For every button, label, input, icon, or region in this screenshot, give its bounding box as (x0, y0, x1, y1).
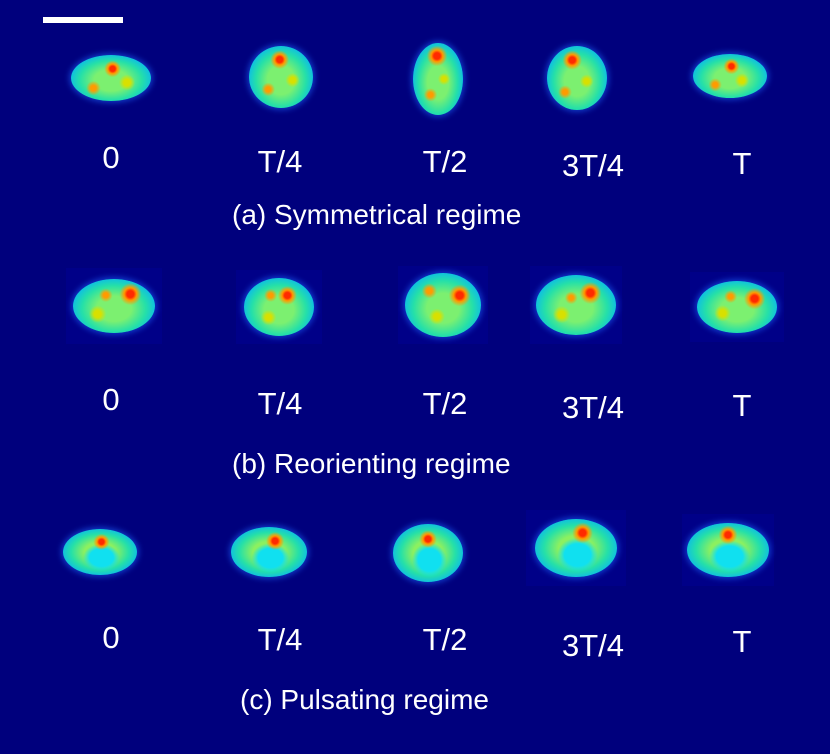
time-label: T (732, 146, 752, 181)
panel-reorienting: 0 T/4 T/2 3T/4 T (b) Reorienting regime (0, 0, 830, 479)
frame-image (690, 48, 770, 104)
frame-image (66, 268, 162, 344)
cell-image (393, 524, 463, 582)
time-label: 0 (102, 140, 120, 175)
cell-image (536, 275, 616, 335)
time-label: T/4 (257, 386, 303, 421)
frame-image (682, 514, 774, 586)
frame-image (60, 522, 140, 582)
panel-caption: (b) Reorienting regime (232, 448, 511, 479)
frame-image (398, 266, 488, 344)
cell-image (71, 55, 151, 101)
time-label: 3T/4 (561, 628, 625, 663)
scale-bar (43, 17, 123, 23)
cell-image (535, 519, 617, 577)
cell-image (693, 54, 767, 98)
cell-image (547, 46, 607, 110)
time-label: T/2 (422, 144, 468, 179)
time-label: T/2 (422, 622, 468, 657)
cell-image (244, 278, 314, 336)
time-label: 0 (102, 382, 120, 417)
frame-image (388, 520, 468, 586)
cell-image (697, 281, 777, 333)
time-label: T/4 (257, 144, 303, 179)
time-label: 3T/4 (561, 148, 625, 183)
cell-image (63, 529, 137, 575)
frame-image (68, 48, 154, 108)
panel-caption: (c) Pulsating regime (240, 684, 489, 715)
time-label: T (732, 624, 752, 659)
time-label: T (732, 388, 752, 423)
panel-caption: (a) Symmetrical regime (232, 199, 522, 230)
frame-image (410, 40, 466, 118)
cell-image (413, 43, 463, 115)
time-label: 0 (102, 620, 120, 655)
time-label: T/2 (422, 386, 468, 421)
time-label: 3T/4 (561, 390, 625, 425)
cell-image (405, 273, 481, 337)
frame-image (226, 522, 312, 582)
frame-image (236, 270, 322, 344)
frame-image (530, 266, 622, 344)
panel-symmetrical: 0 T/4 T/2 3T/4 T (a) Symmetrical regime (0, 0, 830, 240)
cell-image (73, 279, 155, 333)
frame-image (544, 42, 610, 114)
cell-image (249, 46, 313, 108)
frame-image (690, 272, 784, 342)
frame-image (244, 42, 318, 112)
cell-image (687, 523, 769, 577)
panel-pulsating: 0 T/4 T/2 3T/4 T (c) Pulsating regime (0, 0, 830, 715)
cell-image (231, 527, 307, 577)
frame-image (526, 510, 626, 586)
time-label: T/4 (257, 622, 303, 657)
